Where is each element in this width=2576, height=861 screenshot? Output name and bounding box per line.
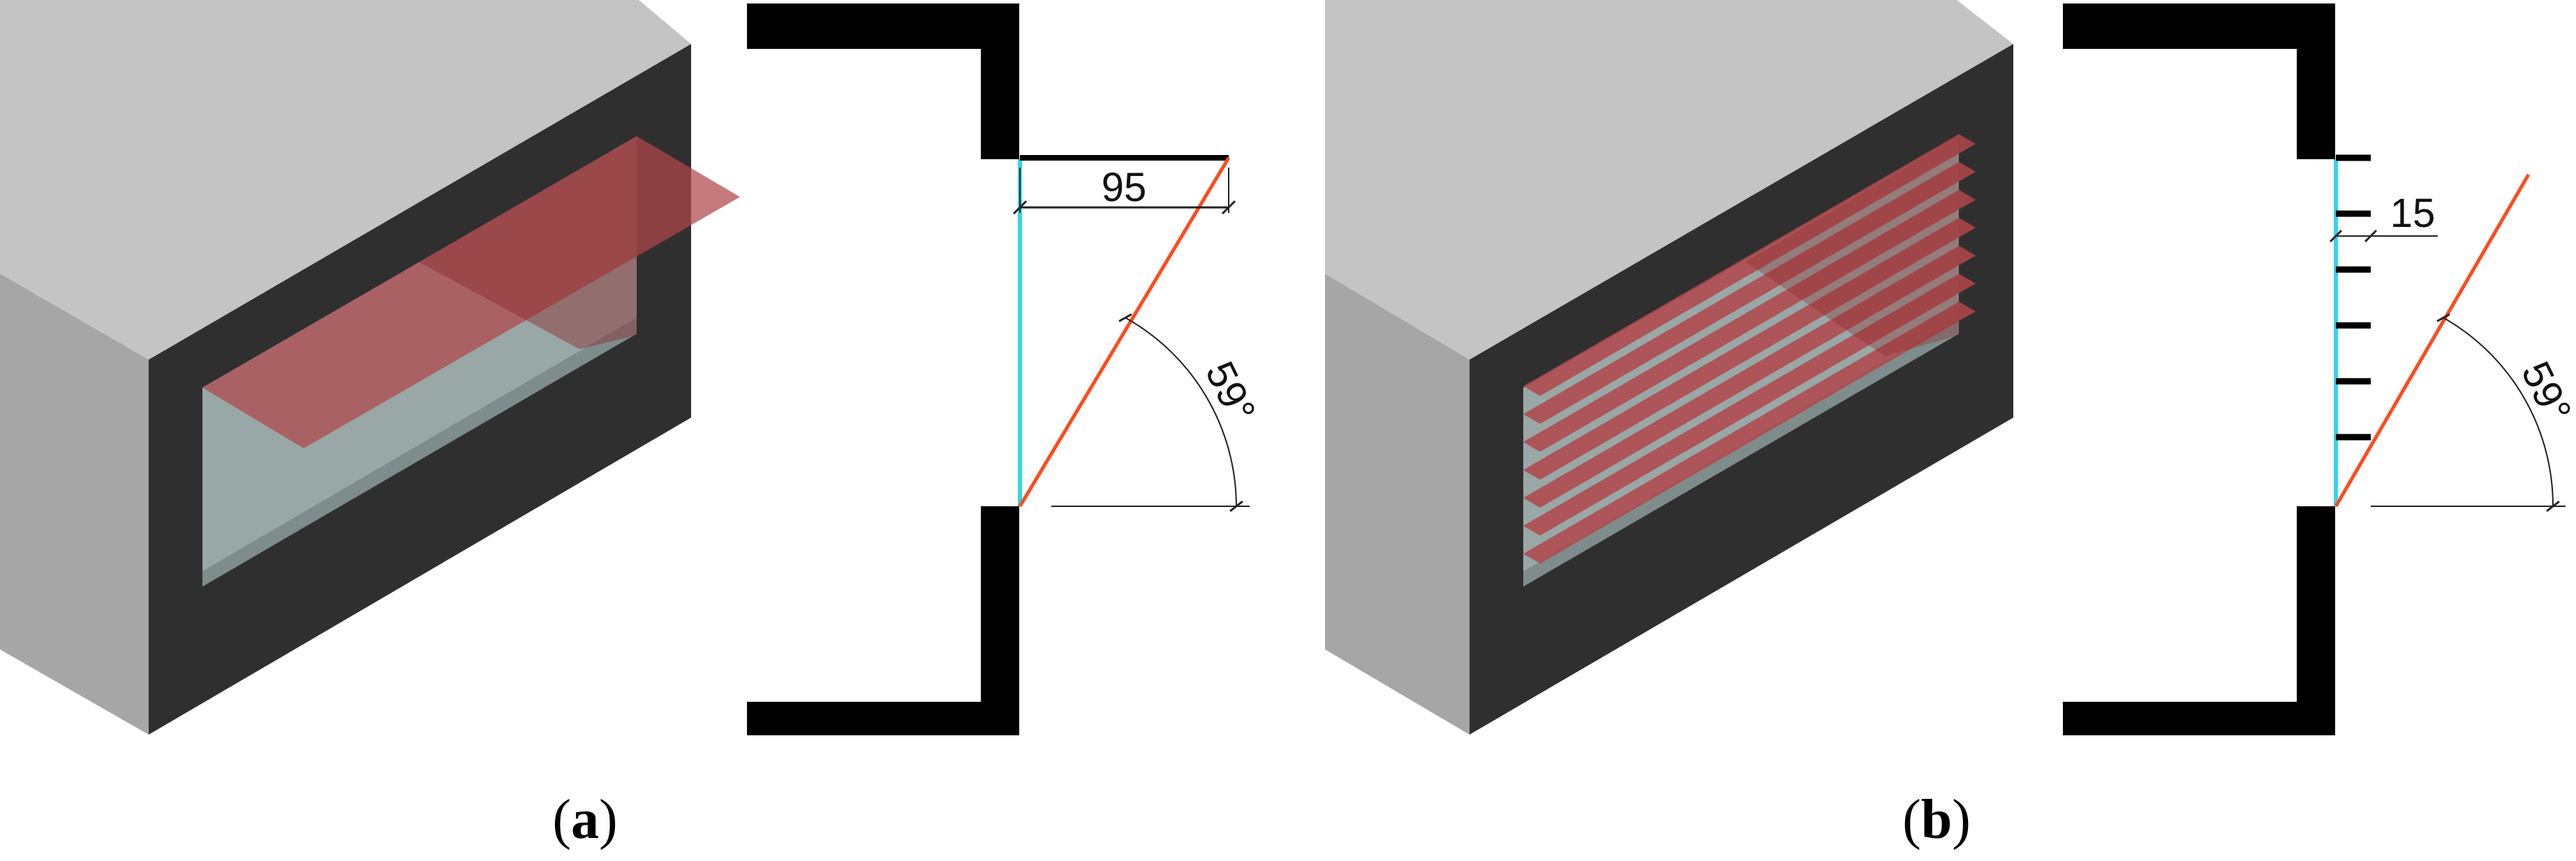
dimension-tick [1012,200,1028,215]
caption-close: ) [599,789,618,851]
louvre-set [1523,134,1976,564]
panel-b-section: 15 59° [2063,3,2576,735]
angle-tick [2436,313,2450,323]
caption-open: ( [552,789,571,851]
louvre-slat [1523,246,1976,508]
angle-arc [2443,317,2554,507]
overhang-outer-part [202,136,740,448]
louvre-slat [1523,274,1976,536]
caption-letter: a [571,789,599,851]
block-top-face [0,0,691,360]
dimension-tick [2364,229,2378,243]
angle-label: 59° [1197,355,1264,429]
panel-a-section: 95 59° [747,3,1264,735]
angle-arc [1125,317,1237,507]
block-left-face [0,274,149,735]
overhang-shadow-part [419,136,637,349]
louvre-slat [1523,162,1976,424]
dimension-label: 15 [2390,191,2436,236]
panel-b-3d-view [1325,0,2013,735]
window-sill [1523,318,1959,587]
panel-b-caption: (b) [1902,789,1971,851]
caption-open: ( [1902,789,1921,851]
panel-a-3d-view [0,0,740,735]
angle-tick [1118,313,1132,323]
wall-top-bracket [2063,3,2335,159]
louvre-slat [1523,190,1976,452]
block-top-face [1325,0,2013,360]
louvre-section-set [2336,154,2371,441]
angle-tick [1229,500,1243,513]
louvre-shadow [1745,136,1959,356]
dimension-label: 95 [1102,165,1147,210]
wall-bottom-bracket [747,506,1019,735]
caption-letter: b [1921,789,1953,851]
wall-top-bracket [747,3,1019,159]
shade-cutoff-line [1018,156,1231,508]
dimension-tick [1221,200,1236,215]
louvre-slat [1523,218,1976,480]
block-left-face [1325,274,1470,735]
wall-bottom-bracket [2063,506,2335,735]
caption-close: ) [1952,789,1971,851]
angle-label: 59° [2512,355,2576,429]
angle-tick [2546,500,2560,513]
louvre-slat [1523,302,1976,564]
window-sill [202,318,637,587]
panel-a-caption: (a) [552,789,617,851]
shade-cutoff-line [2334,173,2531,508]
louvre-slat [1523,134,1976,396]
dimension-tick [2329,229,2343,243]
